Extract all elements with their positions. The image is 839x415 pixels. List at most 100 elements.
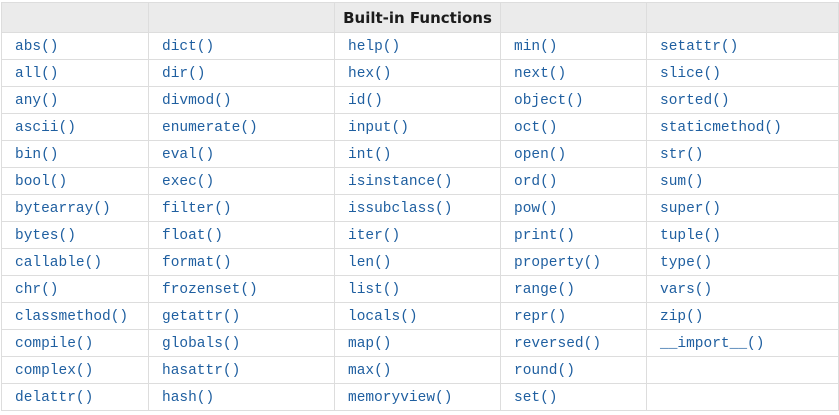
function-link[interactable]: ord() — [514, 174, 558, 190]
function-cell: __import__() — [646, 329, 839, 357]
table-row: callable() format() len() property() type() — [1, 248, 839, 276]
function-link[interactable]: bytes() — [15, 228, 76, 244]
function-link[interactable]: help() — [348, 39, 401, 55]
header-cell-5 — [646, 2, 839, 33]
function-cell: eval() — [148, 140, 335, 168]
function-cell: super() — [646, 194, 839, 222]
empty-cell — [646, 356, 839, 384]
table-row: chr() frozenset() list() range() vars() — [1, 275, 839, 303]
function-link[interactable]: float() — [162, 228, 223, 244]
function-cell: input() — [334, 113, 501, 141]
function-link[interactable]: bytearray() — [15, 201, 111, 217]
function-link[interactable]: max() — [348, 363, 392, 379]
function-cell: oct() — [500, 113, 647, 141]
function-link[interactable]: abs() — [15, 39, 59, 55]
table-row: bin() eval() int() open() str() — [1, 140, 839, 168]
function-link[interactable]: bin() — [15, 147, 59, 163]
function-link[interactable]: ascii() — [15, 120, 76, 136]
function-link[interactable]: str() — [660, 147, 704, 163]
function-link[interactable]: set() — [514, 390, 558, 406]
function-link[interactable]: min() — [514, 39, 558, 55]
function-cell: next() — [500, 59, 647, 87]
function-link[interactable]: range() — [514, 282, 575, 298]
function-link[interactable]: len() — [348, 255, 392, 271]
function-link[interactable]: repr() — [514, 309, 567, 325]
function-link[interactable]: open() — [514, 147, 567, 163]
function-link[interactable]: getattr() — [162, 309, 241, 325]
function-cell: bool() — [1, 167, 149, 195]
function-link[interactable]: hash() — [162, 390, 215, 406]
function-cell: min() — [500, 32, 647, 60]
function-link[interactable]: pow() — [514, 201, 558, 217]
function-link[interactable]: callable() — [15, 255, 103, 271]
function-link[interactable]: filter() — [162, 201, 232, 217]
function-link[interactable]: dir() — [162, 66, 206, 82]
function-cell: bytearray() — [1, 194, 149, 222]
function-link[interactable]: super() — [660, 201, 721, 217]
function-link[interactable]: hex() — [348, 66, 392, 82]
function-link[interactable]: locals() — [348, 309, 418, 325]
function-link[interactable]: exec() — [162, 174, 215, 190]
function-cell: delattr() — [1, 383, 149, 411]
function-link[interactable]: type() — [660, 255, 713, 271]
function-link[interactable]: dict() — [162, 39, 215, 55]
function-link[interactable]: issubclass() — [348, 201, 453, 217]
function-link[interactable]: memoryview() — [348, 390, 453, 406]
function-link[interactable]: sorted() — [660, 93, 730, 109]
function-link[interactable]: next() — [514, 66, 567, 82]
function-link[interactable]: classmethod() — [15, 309, 129, 325]
function-cell: classmethod() — [1, 302, 149, 330]
function-cell: str() — [646, 140, 839, 168]
function-cell: sorted() — [646, 86, 839, 114]
function-link[interactable]: tuple() — [660, 228, 721, 244]
function-link[interactable]: frozenset() — [162, 282, 258, 298]
function-link[interactable]: enumerate() — [162, 120, 258, 136]
function-link[interactable]: divmod() — [162, 93, 232, 109]
function-link[interactable]: compile() — [15, 336, 94, 352]
table-title-cell: Built-in Functions — [334, 2, 501, 33]
function-link[interactable]: int() — [348, 147, 392, 163]
table-row: any() divmod() id() object() sorted() — [1, 86, 839, 114]
function-link[interactable]: print() — [514, 228, 575, 244]
function-link[interactable]: complex() — [15, 363, 94, 379]
function-link[interactable]: vars() — [660, 282, 713, 298]
function-cell: sum() — [646, 167, 839, 195]
function-link[interactable]: property() — [514, 255, 602, 271]
function-link[interactable]: staticmethod() — [660, 120, 782, 136]
function-link[interactable]: isinstance() — [348, 174, 453, 190]
function-link[interactable]: eval() — [162, 147, 215, 163]
function-link[interactable]: delattr() — [15, 390, 94, 406]
function-link[interactable]: list() — [348, 282, 401, 298]
function-link[interactable]: all() — [15, 66, 59, 82]
function-link[interactable]: map() — [348, 336, 392, 352]
function-link[interactable]: any() — [15, 93, 59, 109]
function-cell: any() — [1, 86, 149, 114]
function-cell: tuple() — [646, 221, 839, 249]
function-link[interactable]: bool() — [15, 174, 68, 190]
function-cell: vars() — [646, 275, 839, 303]
function-link[interactable]: globals() — [162, 336, 241, 352]
function-cell: map() — [334, 329, 501, 357]
function-link[interactable]: round() — [514, 363, 575, 379]
function-link[interactable]: oct() — [514, 120, 558, 136]
function-cell: iter() — [334, 221, 501, 249]
function-link[interactable]: format() — [162, 255, 232, 271]
table-title: Built-in Functions — [343, 8, 492, 27]
function-link[interactable]: chr() — [15, 282, 59, 298]
function-link[interactable]: reversed() — [514, 336, 602, 352]
function-link[interactable]: slice() — [660, 66, 721, 82]
function-link[interactable]: object() — [514, 93, 584, 109]
function-link[interactable]: zip() — [660, 309, 704, 325]
table-row: ascii() enumerate() input() oct() staticmeth… — [1, 113, 839, 141]
function-link[interactable]: setattr() — [660, 39, 739, 55]
function-link[interactable]: hasattr() — [162, 363, 241, 379]
function-link[interactable]: input() — [348, 120, 409, 136]
function-cell: help() — [334, 32, 501, 60]
function-link[interactable]: id() — [348, 93, 383, 109]
header-cell-4 — [500, 2, 647, 33]
function-link[interactable]: __import__() — [660, 336, 765, 352]
function-link[interactable]: iter() — [348, 228, 401, 244]
function-link[interactable]: sum() — [660, 174, 704, 190]
function-cell: property() — [500, 248, 647, 276]
